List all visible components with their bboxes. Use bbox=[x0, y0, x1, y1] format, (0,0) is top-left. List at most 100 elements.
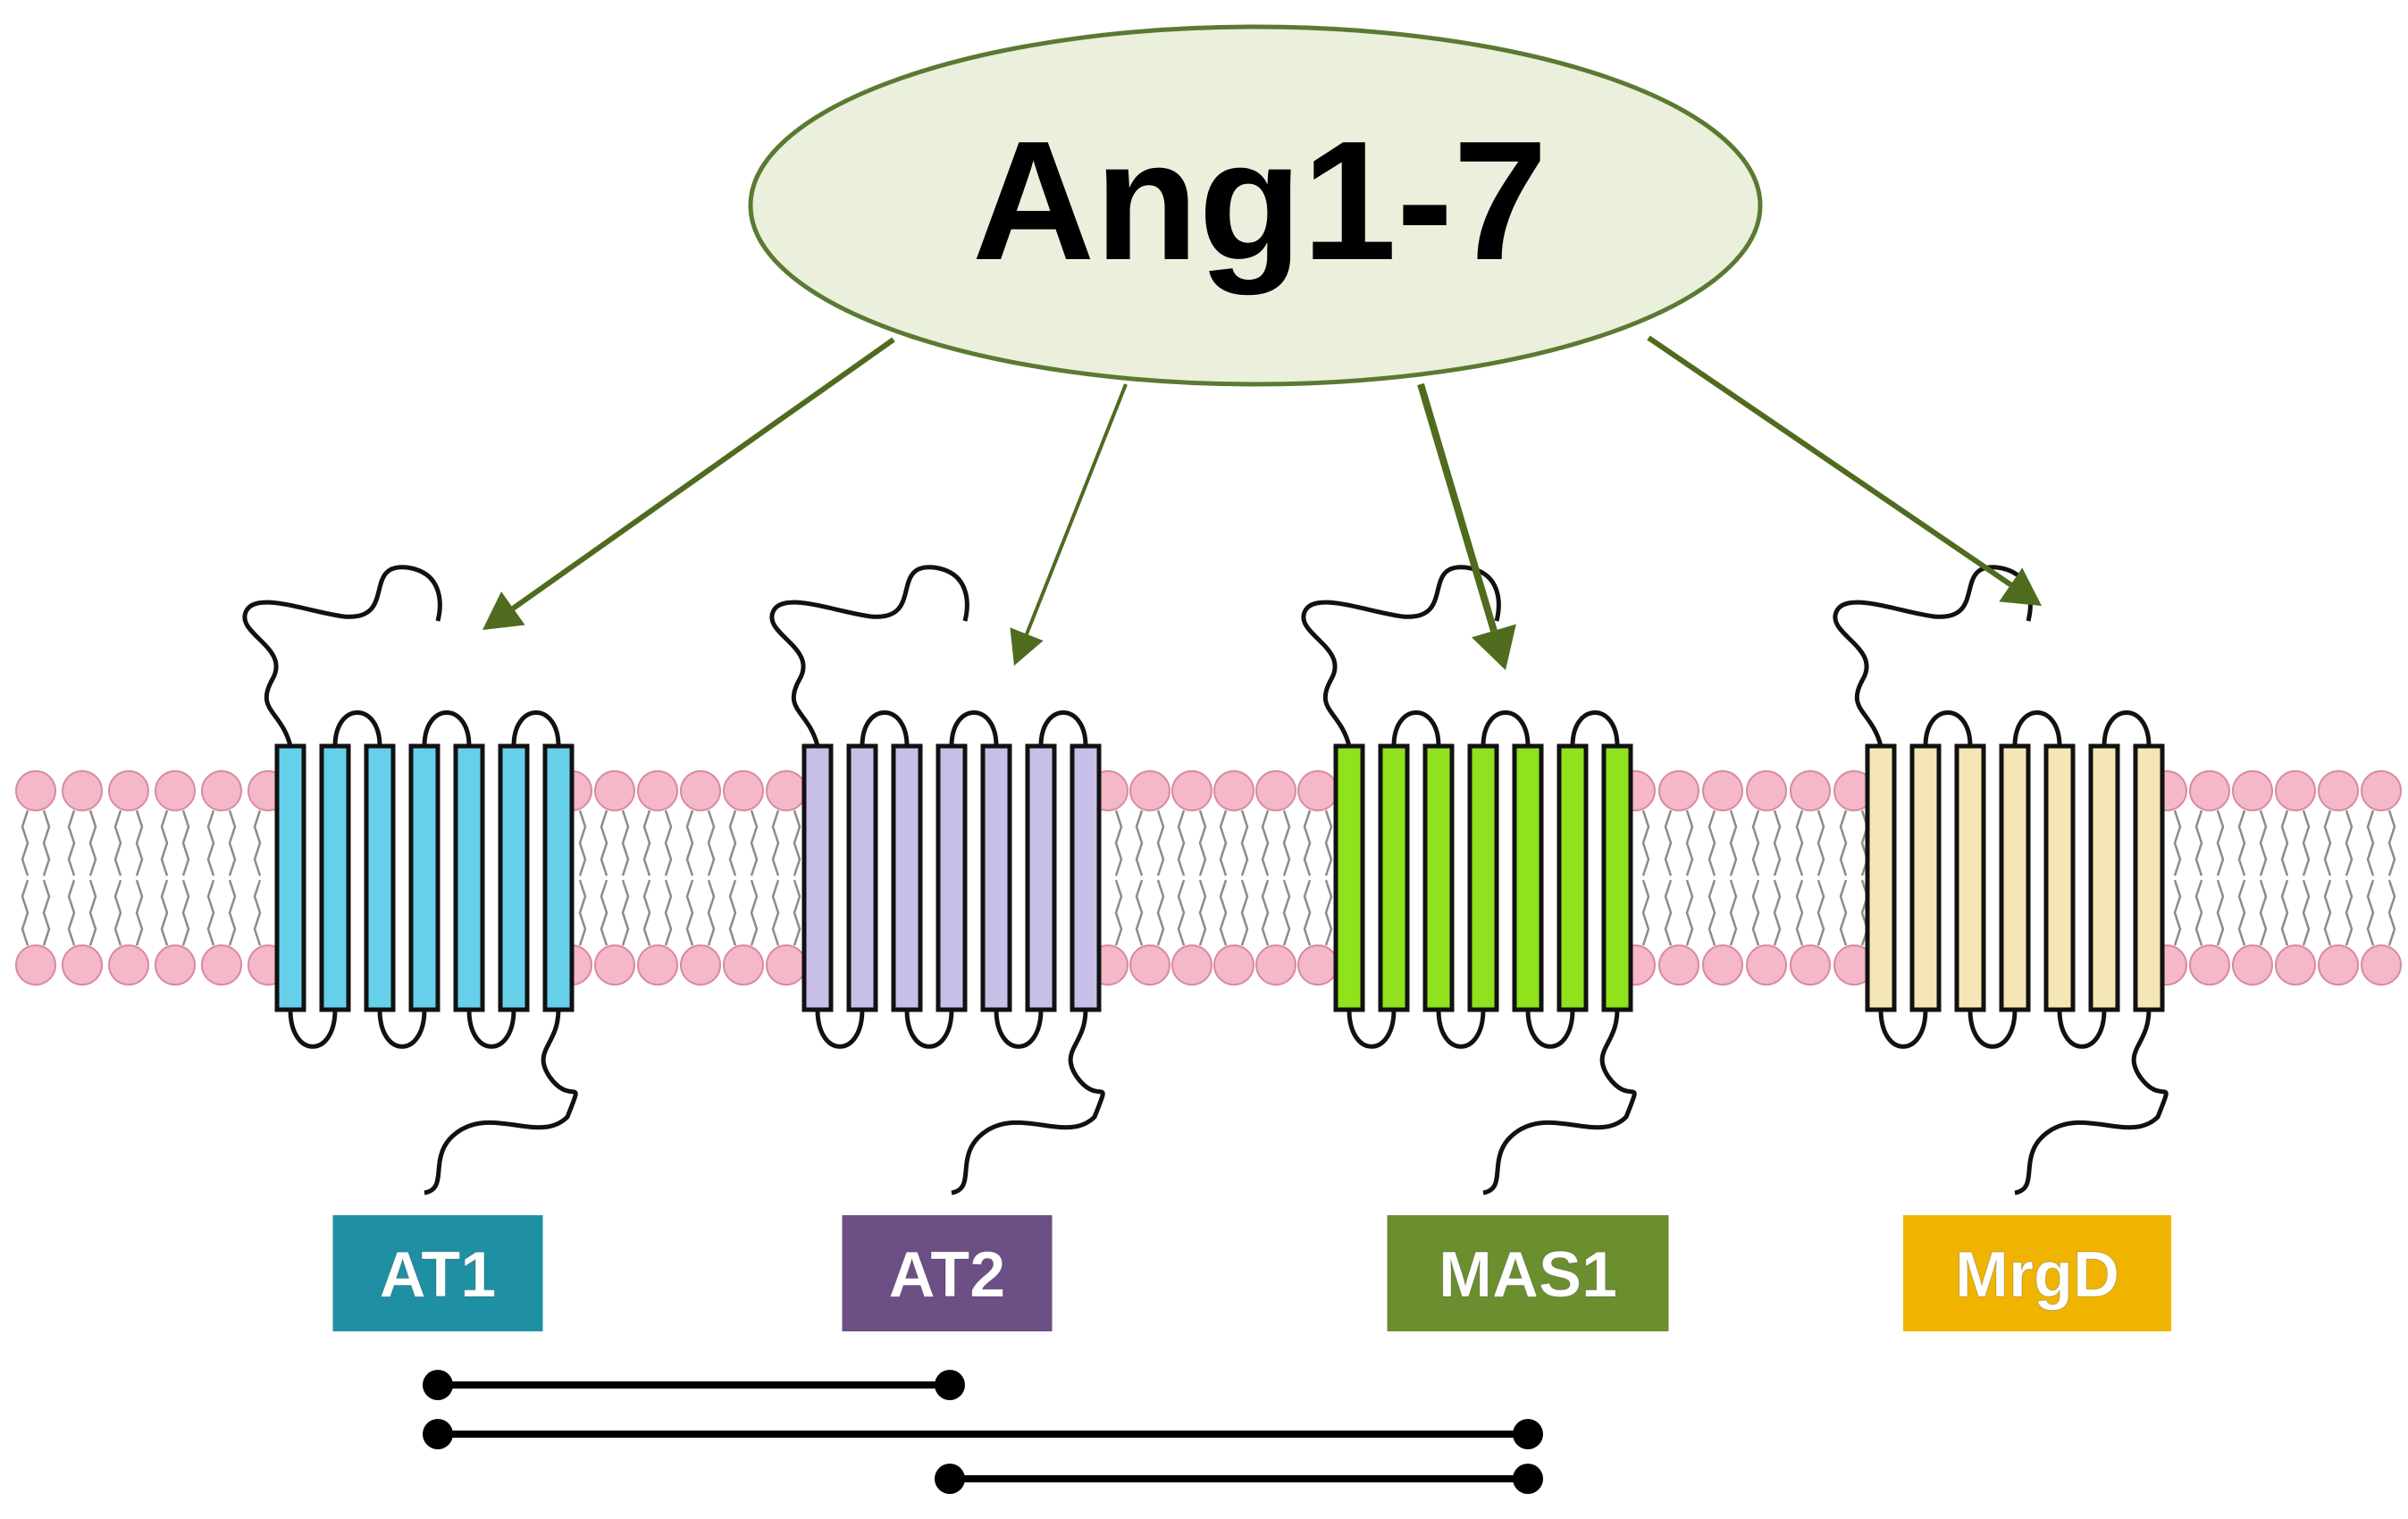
transmembrane-helix bbox=[846, 743, 878, 1012]
lipid-tail bbox=[1303, 879, 1312, 946]
receptor-label-at1: AT1 bbox=[332, 1215, 543, 1331]
lipid-tail bbox=[578, 879, 587, 946]
extracellular-loop bbox=[511, 710, 561, 747]
lipid-head bbox=[201, 944, 242, 986]
lipid-tail bbox=[2259, 810, 2268, 877]
interaction-at1-at2 bbox=[423, 1370, 965, 1400]
arrow-head bbox=[1471, 624, 1516, 670]
lipid-tail bbox=[1707, 879, 1716, 946]
extracellular-loop bbox=[2012, 710, 2062, 747]
transmembrane-helix bbox=[1556, 743, 1589, 1012]
lipid-tail bbox=[1261, 810, 1270, 877]
lipid-tail bbox=[160, 810, 169, 877]
lipid-head bbox=[2189, 944, 2230, 986]
lipid-tail bbox=[1303, 810, 1312, 877]
lipid-tail bbox=[2280, 879, 2289, 946]
lipid-tail bbox=[21, 879, 29, 946]
lipid-tail bbox=[707, 810, 716, 877]
lipid-head bbox=[1746, 770, 1787, 811]
lipid-tail bbox=[1324, 810, 1333, 877]
lipid-tail bbox=[2194, 879, 2203, 946]
label-box bbox=[1387, 1215, 1669, 1331]
label-text: MrgD bbox=[1955, 1239, 2119, 1311]
intracellular-loop bbox=[288, 1009, 338, 1049]
n-terminus bbox=[242, 565, 442, 747]
intracellular-loop bbox=[466, 1009, 516, 1049]
lipid-head bbox=[15, 944, 56, 986]
receptor-mas1 bbox=[1301, 565, 1637, 1196]
lipid-tail bbox=[1773, 810, 1782, 877]
lipid-head bbox=[1213, 770, 1254, 811]
lipid-tail bbox=[600, 879, 608, 946]
lipid-tail bbox=[1773, 879, 1782, 946]
lipid-head bbox=[594, 944, 635, 986]
lipid-tail bbox=[2173, 879, 2182, 946]
transmembrane-helix bbox=[980, 743, 1012, 1012]
lipid-head bbox=[766, 770, 807, 811]
transmembrane-helix bbox=[1954, 743, 1986, 1012]
lipid-tail bbox=[253, 810, 262, 877]
lipid-tail bbox=[2387, 810, 2396, 877]
lipid-tail bbox=[1664, 810, 1673, 877]
arrow-head bbox=[482, 591, 525, 630]
lipid-tail bbox=[578, 810, 587, 877]
lipid-tail bbox=[113, 879, 122, 946]
label-text: AT1 bbox=[380, 1239, 497, 1311]
lipid-head bbox=[1702, 944, 1743, 986]
lipid-tail bbox=[2259, 879, 2268, 946]
lipid-tail bbox=[253, 879, 262, 946]
lipid-head bbox=[723, 944, 764, 986]
lipid-tail bbox=[67, 810, 76, 877]
c-terminus bbox=[2014, 1009, 2169, 1196]
binding-arrow-mas1 bbox=[1417, 382, 1516, 670]
lipid-tail bbox=[728, 810, 737, 877]
lipid-tail bbox=[2366, 810, 2375, 877]
lipid-tail bbox=[1135, 810, 1144, 877]
interaction-endpoint bbox=[935, 1464, 965, 1494]
lipid-tail bbox=[2323, 810, 2332, 877]
lipid-head bbox=[723, 770, 764, 811]
lipid-head bbox=[2232, 944, 2273, 986]
lipid-tail bbox=[728, 879, 737, 946]
lipid-tail bbox=[1156, 879, 1165, 946]
extracellular-loop bbox=[422, 710, 472, 747]
lipid-tail bbox=[181, 810, 190, 877]
interaction-at2-mas1 bbox=[935, 1464, 1543, 1494]
lipid-tail bbox=[1198, 810, 1207, 877]
lipid-head bbox=[2318, 770, 2359, 811]
lipid-head bbox=[1129, 944, 1170, 986]
transmembrane-helix bbox=[1467, 743, 1499, 1012]
lipid-head bbox=[15, 770, 56, 811]
label-box bbox=[332, 1215, 543, 1331]
intracellular-loop bbox=[994, 1009, 1044, 1049]
lipid-tail bbox=[664, 810, 673, 877]
n-terminus bbox=[769, 565, 969, 747]
extracellular-loop bbox=[949, 710, 999, 747]
ligand: Ang1-7 bbox=[748, 24, 1763, 387]
lipid-head bbox=[1171, 944, 1212, 986]
lipid-tail bbox=[771, 879, 780, 946]
receptor-label-mrgd: MrgD bbox=[1903, 1215, 2171, 1331]
lipid-head bbox=[2275, 770, 2316, 811]
lipid-tail bbox=[1685, 810, 1694, 877]
transmembrane-helix bbox=[936, 743, 968, 1012]
transmembrane-helix bbox=[364, 743, 396, 1012]
extracellular-loop bbox=[2102, 710, 2152, 747]
receptor-at2 bbox=[769, 565, 1105, 1196]
extracellular-loop bbox=[1481, 710, 1531, 747]
lipid-head bbox=[201, 770, 242, 811]
lipid-tail bbox=[1816, 879, 1825, 946]
intracellular-loop bbox=[1878, 1009, 1928, 1049]
transmembrane-helix bbox=[1999, 743, 2031, 1012]
lipid-head bbox=[2189, 770, 2230, 811]
lipid-tail bbox=[1282, 810, 1291, 877]
label-text: AT2 bbox=[889, 1239, 1006, 1311]
lipid-tail bbox=[664, 879, 673, 946]
lipid-head bbox=[1129, 770, 1170, 811]
lipid-tail bbox=[1685, 879, 1694, 946]
binding-arrow-at2 bbox=[1010, 383, 1128, 666]
transmembrane-helix bbox=[1865, 743, 1897, 1012]
lipid-tail bbox=[1641, 810, 1650, 877]
lipid-tail bbox=[2345, 879, 2353, 946]
lipid-tail bbox=[2173, 810, 2182, 877]
